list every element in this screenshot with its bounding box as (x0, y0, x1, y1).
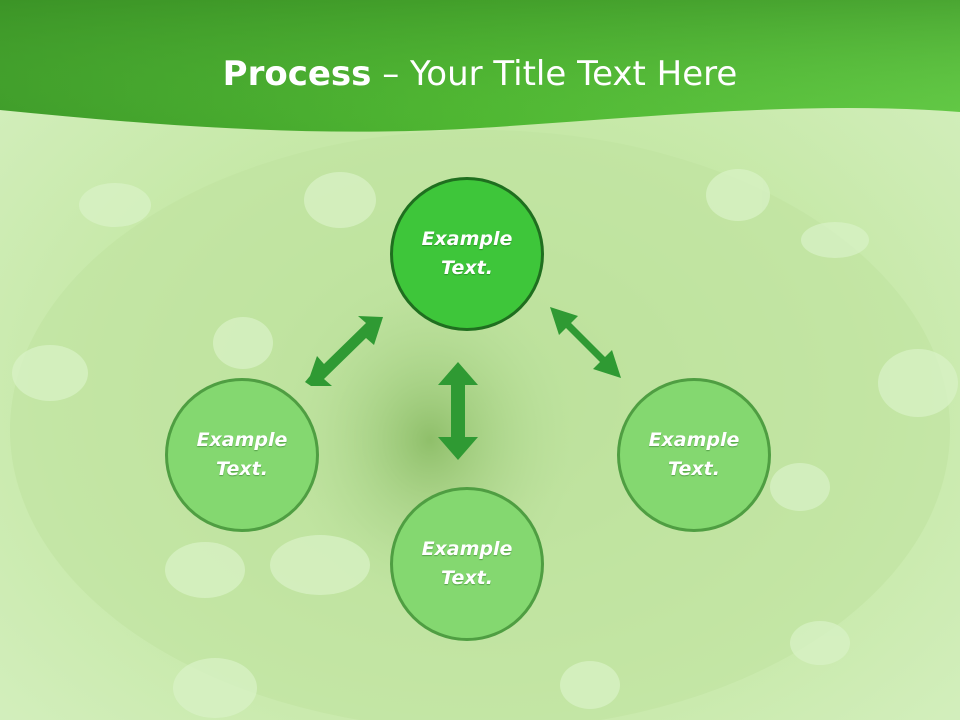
node-main-label: Example Text. (421, 228, 513, 279)
slide-title: Process – Your Title Text Here (0, 50, 960, 98)
node-right: Example Text. (617, 378, 771, 532)
arrow-main-bottom (438, 362, 478, 460)
title-rest: Your Title Text Here (410, 54, 738, 94)
node-bottom: Example Text. (390, 487, 544, 641)
node-left-label: Example Text. (196, 429, 288, 480)
node-right-label: Example Text. (648, 429, 740, 480)
water-drops (12, 169, 958, 718)
node-left: Example Text. (165, 378, 319, 532)
arrow-main-right (550, 307, 621, 378)
title-dash: – (371, 54, 411, 94)
arrow-main-left (305, 316, 383, 386)
node-bottom-label: Example Text. (421, 538, 513, 589)
title-bold: Process (222, 54, 372, 94)
node-main: Example Text. (390, 177, 544, 331)
